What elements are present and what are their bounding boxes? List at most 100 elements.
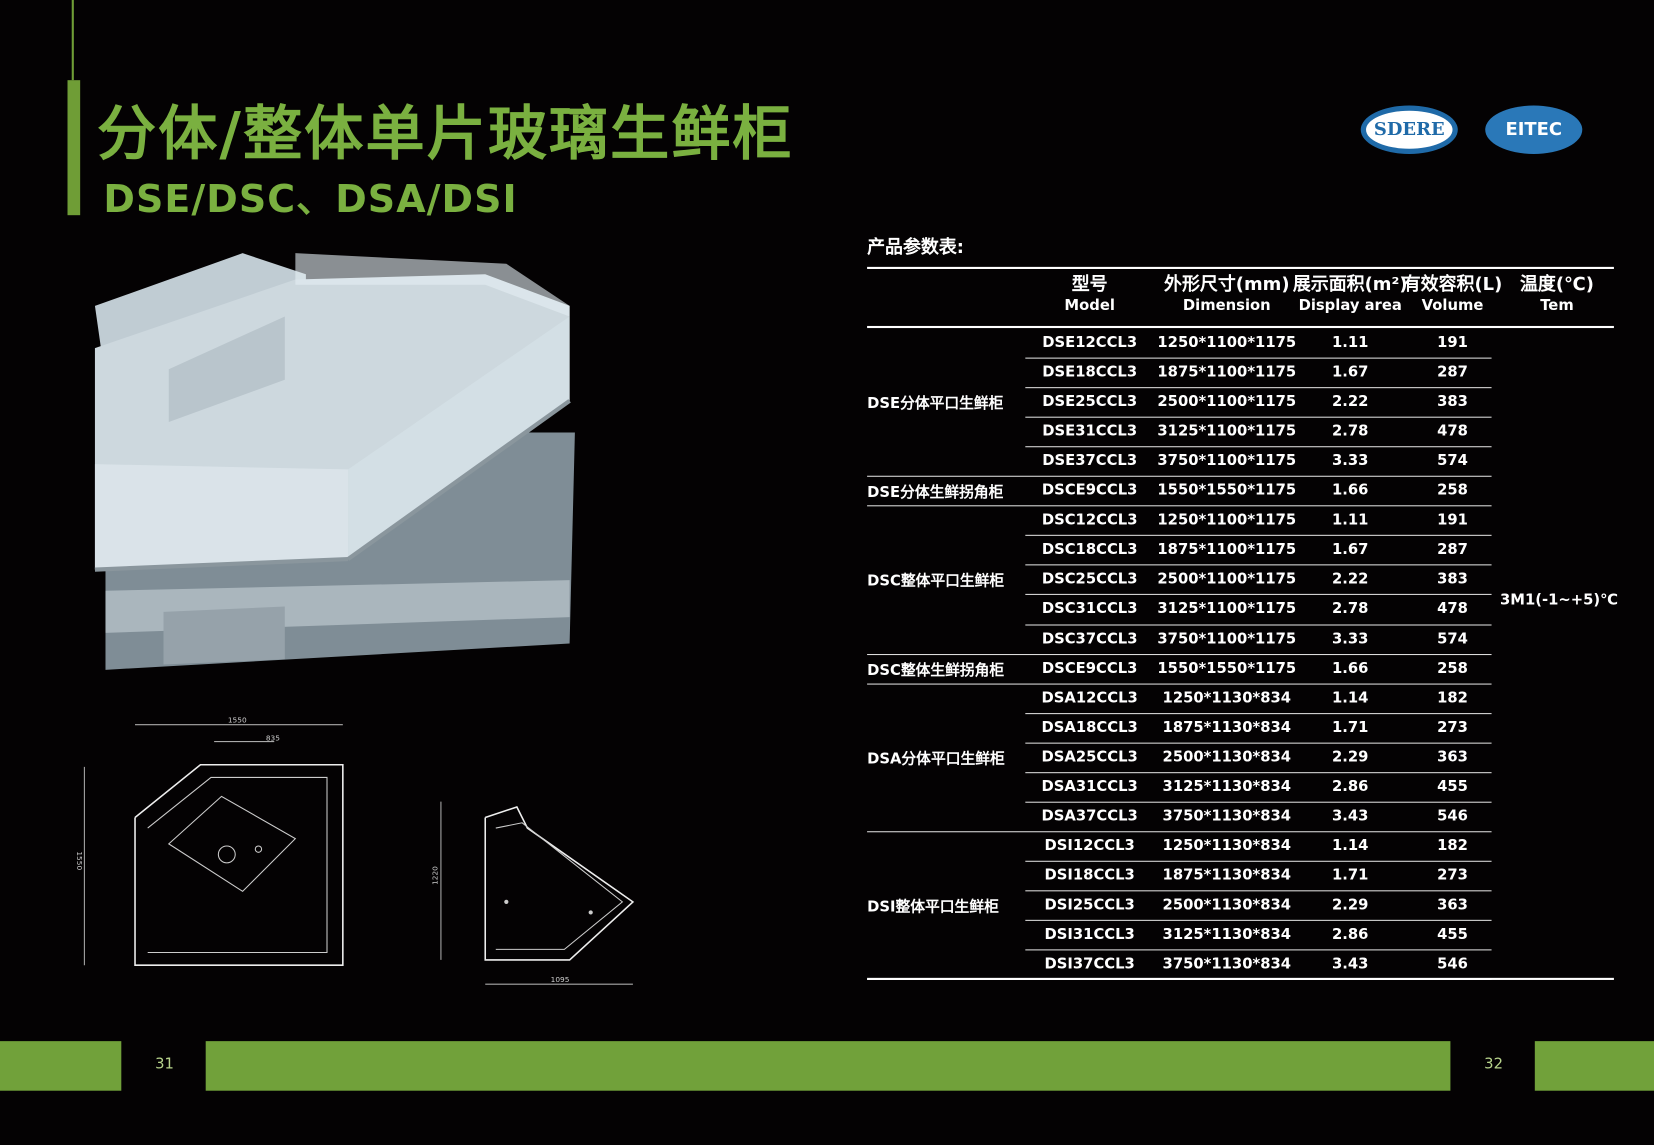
cell-dimension: 3750*1130*834 [1162,807,1292,825]
sdere-logo-text: SDERE [1373,119,1445,141]
row-divider [1025,594,1492,596]
cell-dimension: 2500*1100*1175 [1157,571,1297,588]
group-divider [867,831,1492,833]
dim-inner: 835 [265,734,280,743]
cell-dimension: 1875*1100*1175 [1157,363,1297,381]
cell-model: DSE12CCL3 [1042,334,1138,352]
cell-model: DSI18CCL3 [1044,866,1135,884]
column-header-cn: 展示面积(m²) [1292,274,1408,296]
cell-model: DSC31CCL3 [1041,600,1138,618]
cell-volume: 191 [1437,511,1468,529]
cell-volume: 273 [1437,866,1468,884]
cell-dimension: 3750*1100*1175 [1157,630,1297,648]
eitec-logo-text: EITEC [1505,119,1563,141]
group-divider [867,653,1492,655]
cell-dimension: 1550*1550*1175 [1157,482,1297,500]
cell-area: 1.66 [1331,659,1369,677]
page-subtitle: DSE/DSC、DSA/DSI [103,178,518,222]
cell-area: 1.67 [1331,541,1369,559]
cell-dimension: 1250*1100*1175 [1157,334,1297,352]
cell-volume: 574 [1437,452,1468,470]
cell-volume: 258 [1437,659,1468,677]
dim-height: 1220 [431,866,440,885]
column-header: 外形尺寸(mm)Dimension [1153,274,1301,316]
cell-area: 2.22 [1331,571,1369,588]
cell-model: DSI37CCL3 [1044,955,1135,973]
cell-area: 3.43 [1331,807,1369,825]
cell-area: 1.11 [1331,511,1369,529]
footer-bar-center [205,1041,1451,1091]
cell-dimension: 1875*1130*834 [1162,866,1292,884]
cell-dimension: 3125*1100*1175 [1157,423,1297,441]
cell-area: 2.29 [1331,896,1369,914]
row-divider [1025,535,1492,537]
cell-area: 2.86 [1331,778,1369,796]
cell-dimension: 1250*1130*834 [1162,689,1292,707]
row-divider [1025,564,1492,566]
cell-volume: 383 [1437,571,1468,588]
params-title: 产品参数表: [867,237,964,259]
column-header-cn: 外形尺寸(mm) [1164,274,1290,296]
cell-volume: 478 [1437,423,1468,441]
cell-model: DSE25CCL3 [1042,393,1138,411]
cell-volume: 363 [1437,896,1468,914]
cell-model: DSC25CCL3 [1041,571,1138,588]
row-divider [1025,771,1492,773]
cell-volume: 383 [1437,393,1468,411]
group-divider [867,476,1492,478]
cell-dimension: 1875*1100*1175 [1157,541,1297,559]
sdere-logo: SDERE [1360,105,1458,155]
cell-area: 1.71 [1331,719,1369,736]
cell-area: 2.78 [1331,423,1369,441]
cell-dimension: 1550*1550*1175 [1157,659,1297,677]
column-header-cn: 温度(℃) [1519,274,1594,296]
row-divider [1025,949,1492,951]
group-label: DSE分体平口生鲜柜 [867,395,1004,413]
product-image [94,253,575,670]
cell-model: DSC18CCL3 [1041,541,1138,559]
row-divider [1025,387,1492,389]
group-label: DSE分体生鲜拐角柜 [867,484,1004,502]
page-number-left: 31 [155,1055,174,1073]
cell-area: 1.14 [1331,837,1369,855]
column-header-en: Model [1064,297,1115,315]
row-divider [1025,416,1492,418]
group-divider [867,505,1492,507]
cell-volume: 287 [1437,363,1468,381]
cell-model: DSC12CCL3 [1041,511,1138,529]
row-divider [1025,890,1492,892]
dim-side-depth: 1095 [550,975,570,985]
cell-area: 2.22 [1331,393,1369,411]
cell-dimension: 2500*1130*834 [1162,748,1292,766]
cell-model: DSI31CCL3 [1044,926,1135,944]
cell-area: 1.66 [1331,482,1369,500]
cell-model: DSE31CCL3 [1042,423,1138,441]
cell-dimension: 1875*1130*834 [1162,719,1292,736]
group-label: DSI整体平口生鲜柜 [867,898,999,916]
row-divider [1025,712,1492,714]
column-header-en: Volume [1421,297,1484,315]
table-header-rule [867,325,1614,329]
group-label: DSC整体生鲜拐角柜 [867,661,1005,679]
group-label: DSA分体平口生鲜柜 [867,750,1005,768]
cell-dimension: 3750*1100*1175 [1157,452,1297,470]
cell-dimension: 2500*1100*1175 [1157,393,1297,411]
footer-bar-right [1534,1041,1654,1091]
table-top-rule [867,266,1614,269]
cell-dimension: 1250*1100*1175 [1157,511,1297,529]
cell-area: 3.33 [1331,452,1369,470]
column-header: 展示面积(m²)Display area [1276,274,1424,316]
table-bottom-rule [867,977,1614,980]
column-header-en: Display area [1298,297,1402,315]
top-view-drawing [83,724,344,966]
cell-model: DSE18CCL3 [1042,363,1138,381]
cell-model: DSE37CCL3 [1042,452,1138,470]
eitec-logo: EITEC [1485,105,1583,155]
cell-area: 1.11 [1331,334,1369,352]
column-header-cn: 有效容积(L) [1402,274,1503,296]
cell-dimension: 3125*1100*1175 [1157,600,1297,618]
cell-volume: 273 [1437,719,1468,736]
cell-volume: 574 [1437,630,1468,648]
cell-area: 1.67 [1331,363,1369,381]
